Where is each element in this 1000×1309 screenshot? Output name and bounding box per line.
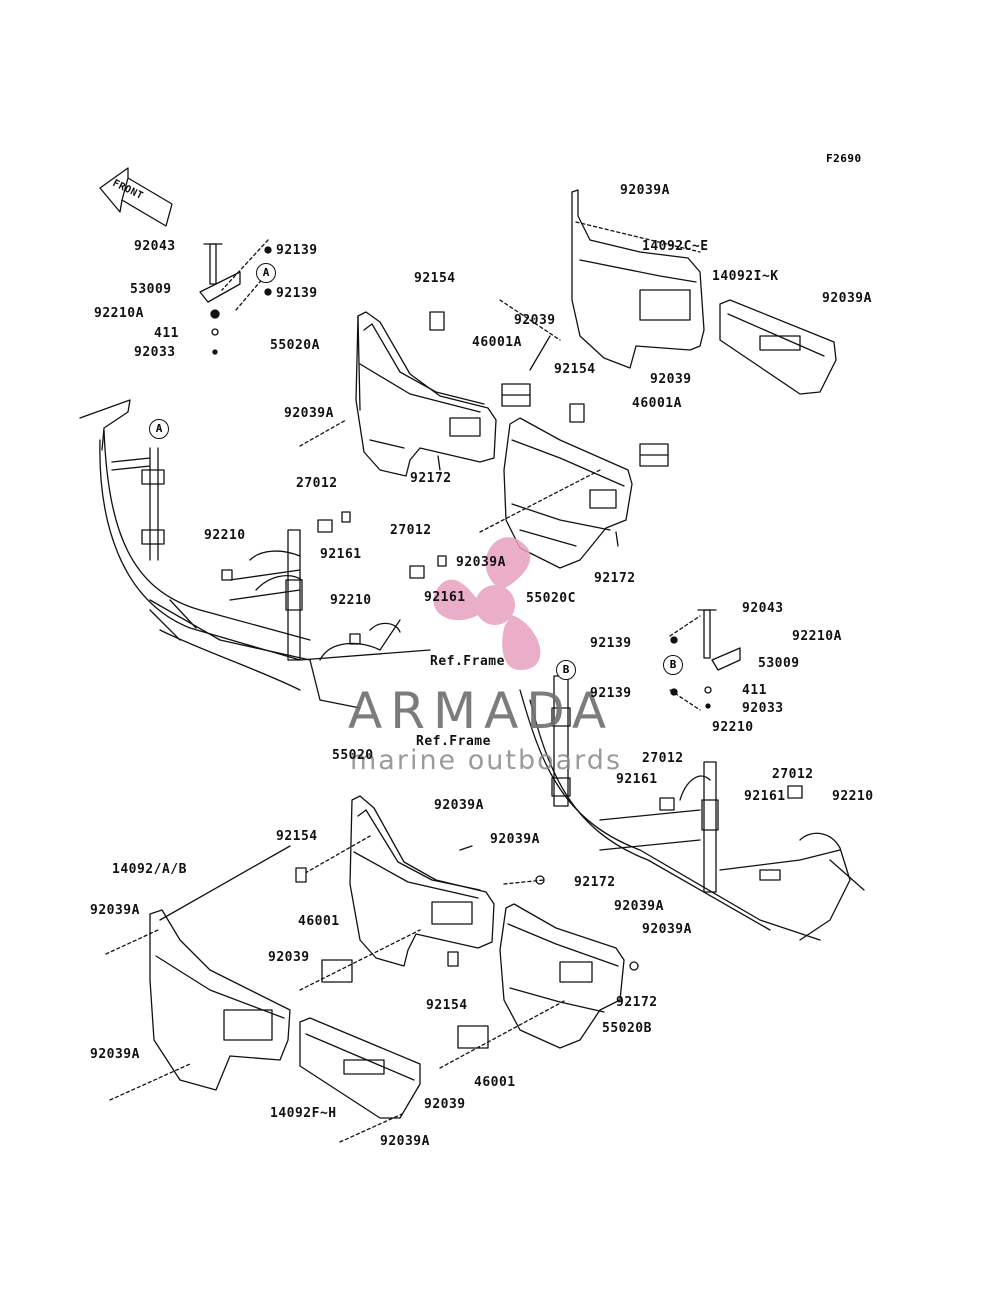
- part-label: 92039: [424, 1097, 466, 1112]
- part-label: 92139: [590, 686, 632, 701]
- door-panel-55020c: [503, 417, 633, 569]
- detail-marker-b-frame: B: [556, 660, 576, 680]
- part-label: 92161: [744, 789, 786, 804]
- frame-left: [79, 399, 447, 709]
- panel-14092-a-b: [149, 909, 291, 1091]
- part-label: 92172: [616, 995, 658, 1010]
- part-label: 55020B: [602, 1021, 652, 1036]
- mount-bracket-b: [669, 609, 741, 711]
- part-label: 92039A: [380, 1134, 430, 1149]
- part-label: 92154: [414, 271, 456, 286]
- part-label: 92043: [742, 601, 784, 616]
- part-label: 92154: [554, 362, 596, 377]
- part-label: 92172: [410, 471, 452, 486]
- part-label: 46001A: [632, 396, 682, 411]
- part-label: 53009: [758, 656, 800, 671]
- part-label: 411: [742, 683, 767, 698]
- part-label: 46001: [474, 1075, 516, 1090]
- part-label: 92039A: [490, 832, 540, 847]
- part-label: 92039A: [642, 922, 692, 937]
- watermark-brand: ARMADA: [348, 682, 615, 740]
- ref-frame-label: Ref.Frame: [430, 654, 505, 669]
- part-label: 92139: [276, 243, 318, 258]
- part-label: 46001: [298, 914, 340, 929]
- part-label: 92039A: [90, 1047, 140, 1062]
- part-label: 27012: [296, 476, 338, 491]
- hinge-46001a-2: [639, 443, 669, 467]
- part-label: 14092I~K: [712, 269, 779, 284]
- hinge-46001a-1: [501, 383, 531, 407]
- part-label: 46001A: [472, 335, 522, 350]
- part-label: 92039A: [434, 798, 484, 813]
- part-label: 92039: [650, 372, 692, 387]
- part-label: 92039: [514, 313, 556, 328]
- part-label: 411: [154, 326, 179, 341]
- figure-code: F2690: [826, 152, 862, 165]
- part-label: 92039A: [822, 291, 872, 306]
- panel-14092i-k: [719, 299, 837, 395]
- part-label: 92210: [832, 789, 874, 804]
- part-label: 92210A: [94, 306, 144, 321]
- part-label: 92210A: [792, 629, 842, 644]
- part-label: 27012: [772, 767, 814, 782]
- part-label: 55020: [332, 748, 374, 763]
- part-label: 92161: [616, 772, 658, 787]
- part-label: 92154: [276, 829, 318, 844]
- panel-14092c-e: [571, 189, 705, 369]
- door-panel-55020: [349, 795, 495, 967]
- part-label: 92039A: [90, 903, 140, 918]
- part-label: 92139: [276, 286, 318, 301]
- part-label: 92039A: [284, 406, 334, 421]
- part-label: 92210: [712, 720, 754, 735]
- part-label: 27012: [642, 751, 684, 766]
- part-label: 14092F~H: [270, 1106, 337, 1121]
- panel-14092f-h: [299, 1017, 421, 1119]
- part-label: 92039A: [456, 555, 506, 570]
- part-label: 55020C: [526, 591, 576, 606]
- hinge-46001-2: [457, 1025, 489, 1049]
- part-label: 92033: [742, 701, 784, 716]
- part-label: 14092/A/B: [112, 862, 187, 877]
- part-label: 92033: [134, 345, 176, 360]
- part-label: 92210: [330, 593, 372, 608]
- part-label: 27012: [390, 523, 432, 538]
- part-label: 14092C~E: [642, 239, 709, 254]
- part-label: 92154: [426, 998, 468, 1013]
- part-label: 92172: [594, 571, 636, 586]
- mount-bracket-a: [199, 239, 272, 355]
- part-label: 92139: [590, 636, 632, 651]
- door-panel-55020b: [499, 903, 625, 1049]
- armada-logo-icon: [433, 537, 541, 670]
- detail-marker-a: A: [256, 263, 276, 283]
- part-label: 92161: [424, 590, 466, 605]
- front-arrow-icon: [99, 167, 173, 227]
- detail-marker-b: B: [663, 655, 683, 675]
- part-label: 92039: [268, 950, 310, 965]
- part-label: 92210: [204, 528, 246, 543]
- part-label: 53009: [130, 282, 172, 297]
- part-label: 92039A: [620, 183, 670, 198]
- part-label: 92161: [320, 547, 362, 562]
- part-label: 55020A: [270, 338, 320, 353]
- part-label: 92043: [134, 239, 176, 254]
- part-label: 92172: [574, 875, 616, 890]
- part-label: 92039A: [614, 899, 664, 914]
- watermark-tagline: marine outboards: [350, 745, 623, 776]
- detail-marker-a-frame: A: [149, 419, 169, 439]
- ref-frame-label: Ref.Frame: [416, 734, 491, 749]
